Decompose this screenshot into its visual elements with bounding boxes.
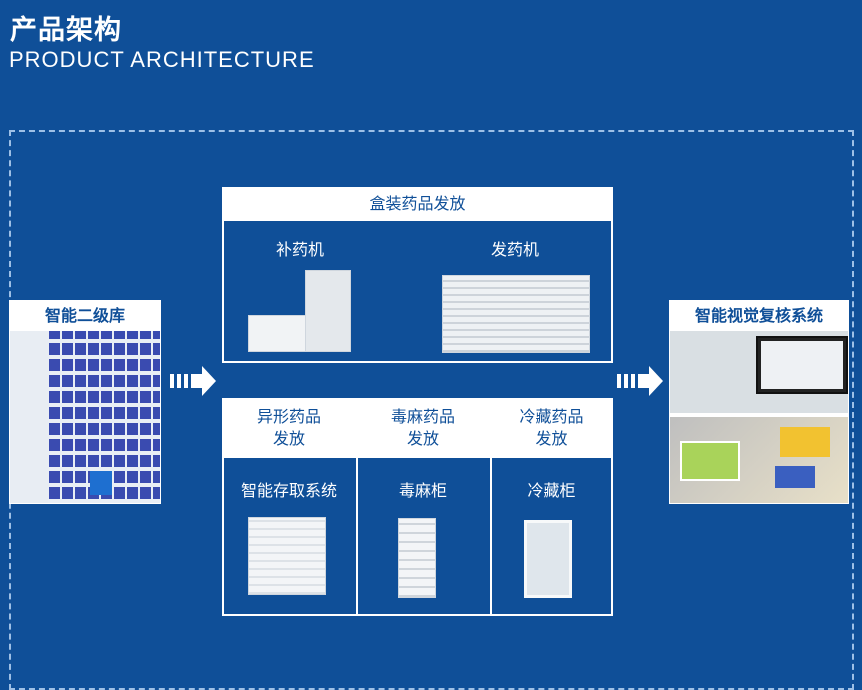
refrigerator-image (524, 520, 572, 598)
special-column-title: 异形药品发放 (222, 406, 356, 450)
refill-machine-label: 补药机 (275, 240, 324, 259)
device-label: 智能存取系统 (240, 481, 337, 500)
special-column-title: 毒麻药品发放 (356, 406, 490, 450)
flow-arrow-icon (617, 366, 663, 396)
page-subtitle: PRODUCT ARCHITECTURE (9, 47, 315, 72)
special-header-band (222, 398, 613, 458)
warehouse-image (10, 331, 160, 503)
card-title: 智能二级库 (44, 306, 125, 325)
dispenser-label: 发药机 (490, 240, 539, 259)
title-line: 异形药品 (256, 407, 321, 426)
device-label: 冷藏柜 (527, 481, 576, 500)
title-line: 发放 (406, 429, 439, 448)
special-column-title: 冷藏药品发放 (490, 406, 613, 450)
card-visual-review: 智能视觉复核系统 (669, 300, 849, 504)
divider (356, 398, 358, 616)
page-title: 产品架构 (10, 15, 122, 46)
title-line: 发放 (272, 429, 305, 448)
card-secondary-warehouse: 智能二级库 (9, 300, 161, 504)
flow-arrow-icon (170, 366, 216, 396)
divider (490, 398, 492, 616)
device-label: 毒麻柜 (398, 481, 447, 500)
title-line: 毒麻药品 (390, 407, 455, 426)
storage-system-image (248, 517, 326, 595)
title-line: 冷藏药品 (519, 407, 584, 426)
narcotics-cabinet-image (398, 518, 436, 598)
card-title: 智能视觉复核系统 (694, 306, 823, 325)
boxed-dispensing-title: 盒装药品发放 (222, 187, 613, 221)
review-image (670, 331, 848, 503)
dispenser-image (442, 275, 590, 353)
title-line: 发放 (535, 429, 568, 448)
